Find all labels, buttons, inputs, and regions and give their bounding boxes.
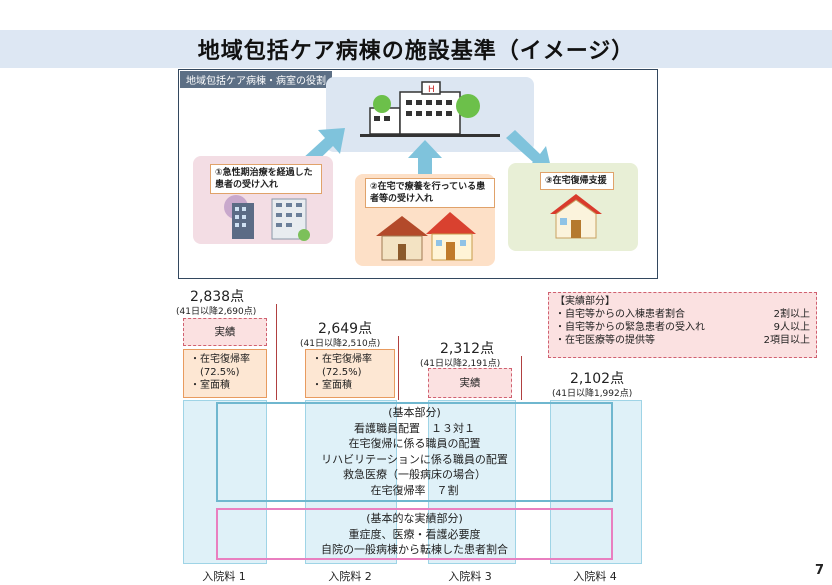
column-4-points-sub: (41日以降1,992点) <box>552 389 633 399</box>
title-banner <box>0 30 832 68</box>
column-2-points: 2,649点 <box>318 321 373 337</box>
column-1-points: 2,838点 <box>190 289 245 305</box>
column-3-points-sub: (41日以降2,191点) <box>420 359 501 369</box>
basic-line: 在宅復帰率 ７割 <box>370 483 459 497</box>
column-2-range-arrow <box>398 336 399 400</box>
column-1-home-return: ・在宅復帰率 (72.5%) ・室面積 <box>183 349 267 398</box>
column-3-jisseki: 実績 <box>428 368 512 398</box>
page-title: 地域包括ケア病棟の施設基準（イメージ） <box>197 39 635 64</box>
performance-line: 重症度、医療・看護必要度 <box>348 527 481 541</box>
column-2-home-return: ・在宅復帰率 (72.5%) ・室面積 <box>305 349 395 398</box>
column-3-points: 2,312点 <box>440 341 495 357</box>
results-heading: 【実績部分】 <box>555 296 615 307</box>
column-4-label: 入院料 4 <box>573 570 617 583</box>
houses-icon <box>376 212 476 261</box>
basic-line: 看護職員配置 １３対１ <box>354 421 475 435</box>
performance-line: 自院の一般病棟から転棟した患者割合 <box>321 543 508 556</box>
basic-heading: (基本部分) <box>388 406 441 419</box>
role2-label: ②在宅で療養を行っている患者等の受け入れ <box>365 178 495 208</box>
column-3-bar <box>428 400 516 564</box>
column-4-points: 2,102点 <box>570 371 625 387</box>
home-icon <box>550 194 602 239</box>
column-4-bar <box>550 400 642 564</box>
column-2-points-sub: (41日以降2,510点) <box>300 339 381 349</box>
role3-label: ③在宅復帰支援 <box>540 172 614 190</box>
column-3-range-arrow <box>521 356 522 400</box>
column-1-points-sub: (41日以降2,690点) <box>176 307 257 317</box>
column-1-jisseki: 実績 <box>183 318 267 346</box>
basic-line: 救急医療（一般病床の場合） <box>343 468 486 481</box>
column-1-label: 入院料 1 <box>202 570 246 583</box>
column-2-bar <box>305 400 397 564</box>
basic-requirements-box: (基本部分) 看護職員配置 １３対１ 在宅復帰に係る職員の配置 リハビリテーショ… <box>216 402 613 502</box>
performance-heading: (基本的な実績部分) <box>366 512 463 525</box>
column-2-label: 入院料 2 <box>328 570 372 583</box>
column-1-range-arrow <box>276 304 277 400</box>
hospital-icon: H <box>360 81 500 137</box>
role-diagram-label: 地域包括ケア病棟・病室の役割 <box>180 71 332 88</box>
column-3-label: 入院料 3 <box>448 570 492 583</box>
svg-text:H: H <box>428 85 435 95</box>
basic-line: リハビリテーションに係る職員の配置 <box>321 452 508 466</box>
basic-line: 在宅復帰に係る職員の配置 <box>348 437 481 450</box>
column-1-bar <box>183 400 267 564</box>
buildings-icon <box>224 195 310 241</box>
role1-label: ①急性期治療を経過した患者の受け入れ <box>210 164 322 194</box>
basic-performance-box: (基本的な実績部分) 重症度、医療・看護必要度 自院の一般病棟から転棟した患者割… <box>216 508 613 560</box>
page-number: 7 <box>815 563 825 578</box>
